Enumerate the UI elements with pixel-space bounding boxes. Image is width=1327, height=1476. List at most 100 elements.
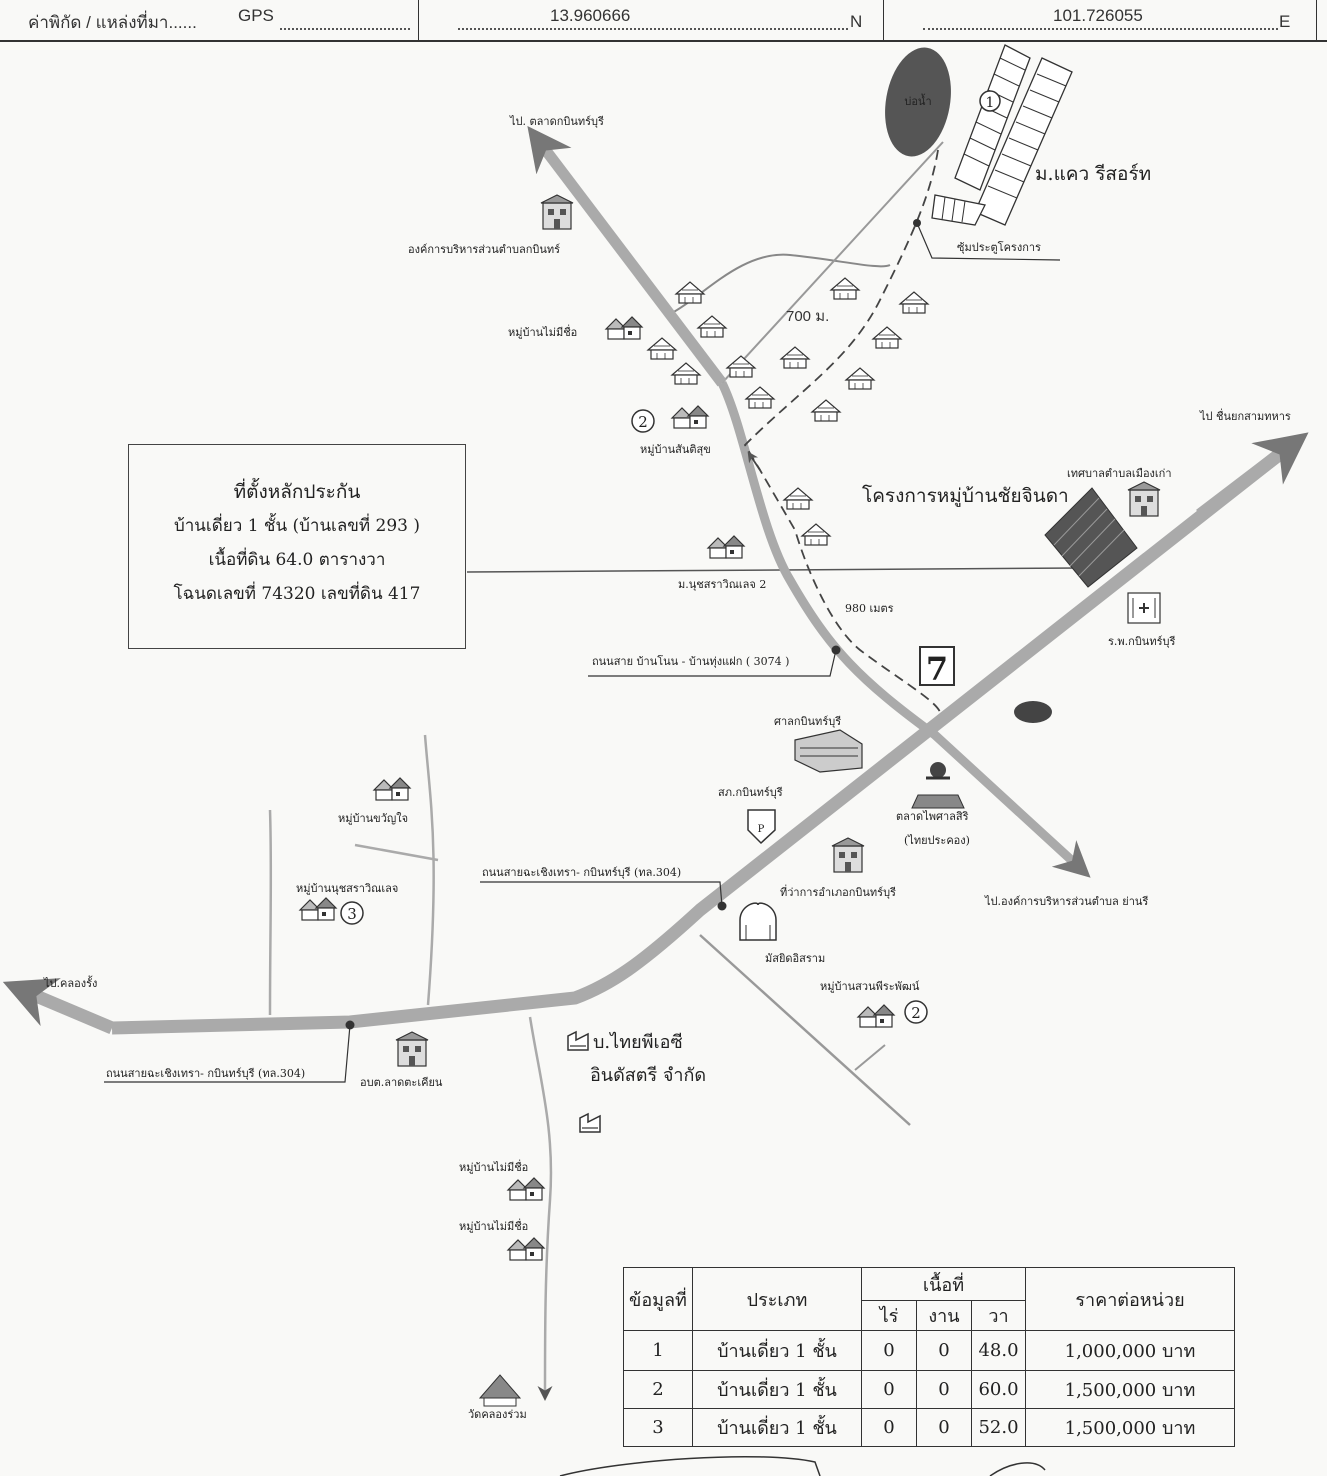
label-municipality: เทศบาลตำบลเมืองเก่า [1067, 467, 1172, 480]
cell-rai: 0 [861, 1370, 917, 1409]
house-icon [745, 386, 775, 409]
house-icon [675, 281, 705, 304]
cell-type: บ้านเดี่ยว 1 ชั้น [692, 1408, 862, 1447]
label-to-khlong-rang: ไป.คลองรั้ง [43, 975, 97, 990]
label-distance-700: 700 ม. [786, 308, 829, 325]
road-to-wat [528, 1016, 553, 1401]
road-to-resort [721, 141, 944, 384]
factory-icon [567, 1031, 589, 1051]
road-304-pointer-upper [480, 881, 723, 907]
cell-no: 2 [623, 1370, 693, 1409]
label-sao-office: องค์การบริหารส่วนตำบลกบินทร์ [408, 243, 560, 256]
cell-type: บ้านเดี่ยว 1 ชั้น [692, 1370, 862, 1409]
side-road-branch [354, 843, 439, 862]
cell-ngan: 0 [916, 1408, 972, 1447]
longitude-suffix: E [1279, 12, 1291, 31]
location-map: บ่อน้ำ 1 2 3 2 [2, 44, 1309, 1476]
cell-price: 1,500,000 บาท [1025, 1370, 1235, 1409]
header-rai: ไร่ [861, 1300, 917, 1331]
label-kwanjai-village: หมู่บ้านขวัญใจ [338, 812, 408, 825]
house-icon [783, 487, 813, 510]
label-to-military: ไป ชื่นยกสามทหาร [1199, 408, 1291, 423]
route-arrow [747, 451, 761, 471]
road-suanphi-branch [854, 1044, 886, 1071]
cell-no: 3 [623, 1408, 693, 1447]
cell-price: 1,000,000 บาท [1025, 1330, 1235, 1371]
latitude-cell: 13.960666 N [418, 0, 884, 40]
road-3074-pointer [588, 649, 837, 677]
signature-stroke [989, 1462, 1046, 1476]
marker-1 [979, 90, 1001, 112]
marker-3 [340, 901, 364, 925]
house-icon [697, 315, 727, 338]
header-wa: วา [971, 1300, 1026, 1331]
source-value: GPS [238, 6, 274, 25]
sao-lat-icon [395, 1031, 429, 1067]
village-icon [671, 405, 709, 429]
header-ngan: งาน [916, 1300, 972, 1331]
highway-304-west [2, 978, 115, 1034]
marker-3-text: 3 [347, 905, 357, 923]
table-row: 1 บ้านเดี่ยว 1 ชั้น 0 0 48.0 1,000,000 บ… [623, 1330, 1235, 1371]
resort-lots [931, 44, 1073, 226]
label-unnamed-village-top: หมู่บ้านไม่มีชื่อ [508, 324, 577, 339]
market-icon [911, 762, 965, 809]
source-cell: ค่าพิกัด / แหล่งที่มา...... GPS [0, 0, 419, 40]
cell-no: 1 [623, 1330, 693, 1371]
side-road-kwanjai [423, 734, 435, 1006]
coordinate-label: ค่าพิกัด / แหล่งที่มา...... [28, 13, 197, 32]
gate-pointer [916, 222, 1061, 261]
signature-stroke [559, 1455, 821, 1476]
road-suanphi [699, 934, 911, 1126]
district-office-icon [831, 837, 865, 873]
label-suanphi-village: หมู่บ้านสวนพีระพัฒน์ [820, 980, 920, 993]
house-icon [845, 367, 875, 390]
collateral-info-box: ที่ตั้งหลักประกัน บ้านเดี่ยว 1 ชั้น (บ้า… [128, 444, 466, 649]
road-3074 [717, 381, 1091, 878]
label-to-market: ไป. ตลาดกบินทร์บุรี [509, 115, 604, 128]
factory-icon [579, 1113, 601, 1133]
highway-304-east [1196, 432, 1309, 521]
house-icon [899, 291, 929, 314]
cell-wa: 52.0 [971, 1408, 1026, 1447]
pointer-line-collateral [466, 567, 1081, 573]
label-project-gate: ซุ้มประตูโครงการ [957, 240, 1041, 254]
latitude-dots [458, 28, 848, 30]
side-road-west [268, 809, 273, 1016]
village-icon [857, 1004, 895, 1028]
label-mosque: มัสยิดอิสราม [765, 952, 825, 965]
table-row: 3 บ้านเดี่ยว 1 ชั้น 0 0 52.0 1,500,000 บ… [623, 1408, 1235, 1447]
marker-2-north [631, 409, 655, 433]
longitude-cell: 101.726055 E [883, 0, 1317, 40]
seven-eleven-icon: 7 [919, 646, 955, 688]
dashed-route [743, 149, 941, 713]
svg-text:P: P [758, 824, 765, 835]
village-icon [605, 316, 643, 340]
highway-304 [111, 440, 1295, 1035]
label-santisuk-village: หมู่บ้านสันติสุข [640, 443, 711, 456]
house-icon [780, 346, 810, 369]
pond-label: บ่อน้ำ [904, 93, 931, 108]
label-police: สภ.กบินทร์บุรี [718, 786, 783, 799]
village-icon [507, 1177, 545, 1201]
label-to-sao-warin: ไป.องค์การบริหารส่วนตำบล ย่านรี [984, 895, 1148, 908]
sao-building-icon [540, 194, 574, 230]
longitude-dots [923, 28, 1278, 30]
source-dots [280, 28, 410, 30]
label-chaijinda-project: โครงการหมู่บ้านชัยจินดา [862, 484, 1069, 507]
table-row: 2 บ้านเดี่ยว 1 ชั้น 0 0 60.0 1,500,000 บ… [623, 1370, 1235, 1409]
temple-icon [478, 1374, 522, 1407]
label-court: ศาลกบินทร์บุรี [774, 715, 841, 728]
court-building-icon [794, 729, 863, 773]
label-unnamed-village-1: หมู่บ้านไม่มีชื่อ [459, 1159, 528, 1174]
label-road-304-lower: ถนนสายฉะเชิงเทรา- กบินทร์บุรี (ทล.304) [106, 1067, 305, 1080]
cell-ngan: 0 [916, 1330, 972, 1371]
comparison-table: ข้อมูลที่ ประเภท เนื้อที่ ราคาต่อหน่วย ไ… [623, 1267, 1235, 1447]
label-thai-pec-1: บ.ไทยพีเอซี [593, 1031, 683, 1053]
header-area: เนื้อที่ [861, 1267, 1026, 1301]
house-icon [830, 277, 860, 300]
house-icon [726, 355, 756, 378]
cell-ngan: 0 [916, 1370, 972, 1409]
header-type: ประเภท [692, 1267, 862, 1331]
label-road-3074: ถนนสาย บ้านโนน - บ้านทุ่งแฝก ( 3074 ) [592, 654, 789, 668]
